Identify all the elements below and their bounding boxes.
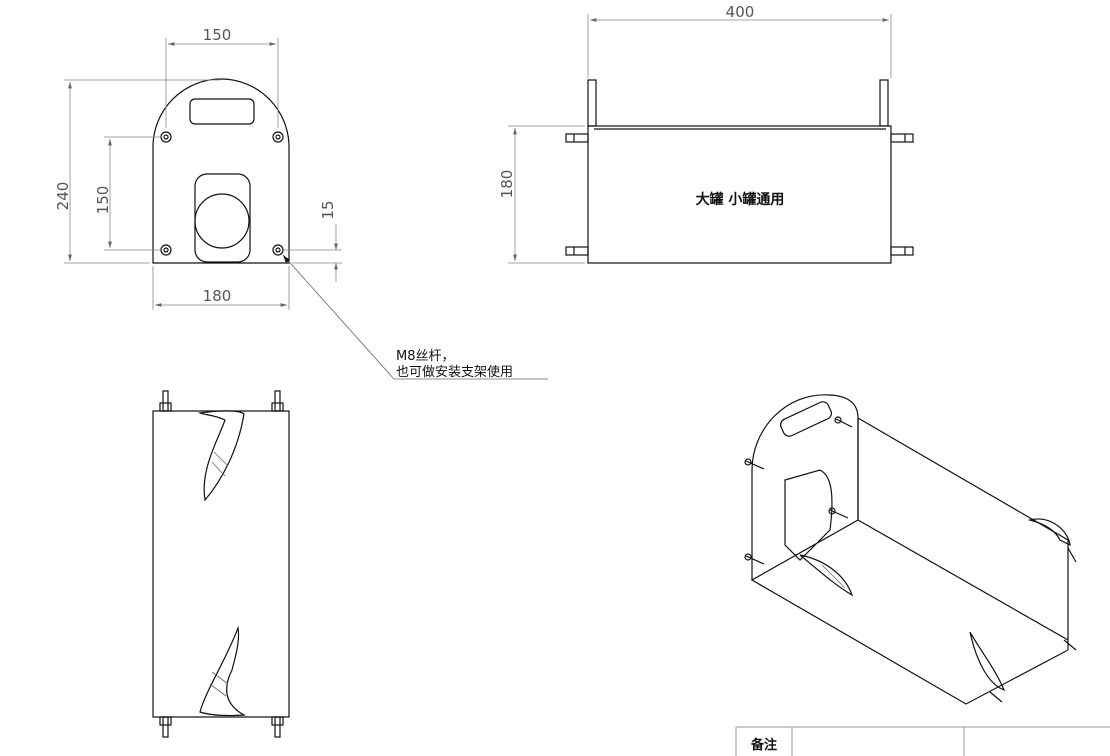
iso-bolts xyxy=(744,416,1077,703)
side-view-label: 大罐 小罐通用 xyxy=(696,191,785,208)
top-view xyxy=(152,390,290,738)
title-block xyxy=(735,726,1110,756)
dim-front-width-bottom: 180 xyxy=(203,287,232,305)
side-body xyxy=(587,125,892,264)
dim-side-length: 400 xyxy=(726,3,755,21)
isometric-view xyxy=(744,394,1077,705)
front-outline xyxy=(152,78,290,264)
callout-line-1: M8丝杆， xyxy=(396,349,455,364)
dim-front-height: 240 xyxy=(54,182,72,211)
callout-line-2: 也可做安装支架使用 xyxy=(396,364,513,380)
side-view: 400 180 xyxy=(498,3,914,264)
dim-front-bottom-offset: 15 xyxy=(319,200,337,219)
dim-front-width-top: 150 xyxy=(203,26,232,44)
front-view: 150 240 150 15 180 xyxy=(54,26,548,380)
front-outlet xyxy=(194,173,251,263)
iso-front-face xyxy=(751,394,859,582)
top-body xyxy=(152,410,290,718)
dim-front-hole-spacing: 150 xyxy=(94,186,112,215)
dim-side-height: 180 xyxy=(498,170,516,199)
title-block-remark-label: 备注 xyxy=(750,737,777,753)
front-handle-slot xyxy=(189,98,255,125)
front-bolts xyxy=(160,131,284,256)
